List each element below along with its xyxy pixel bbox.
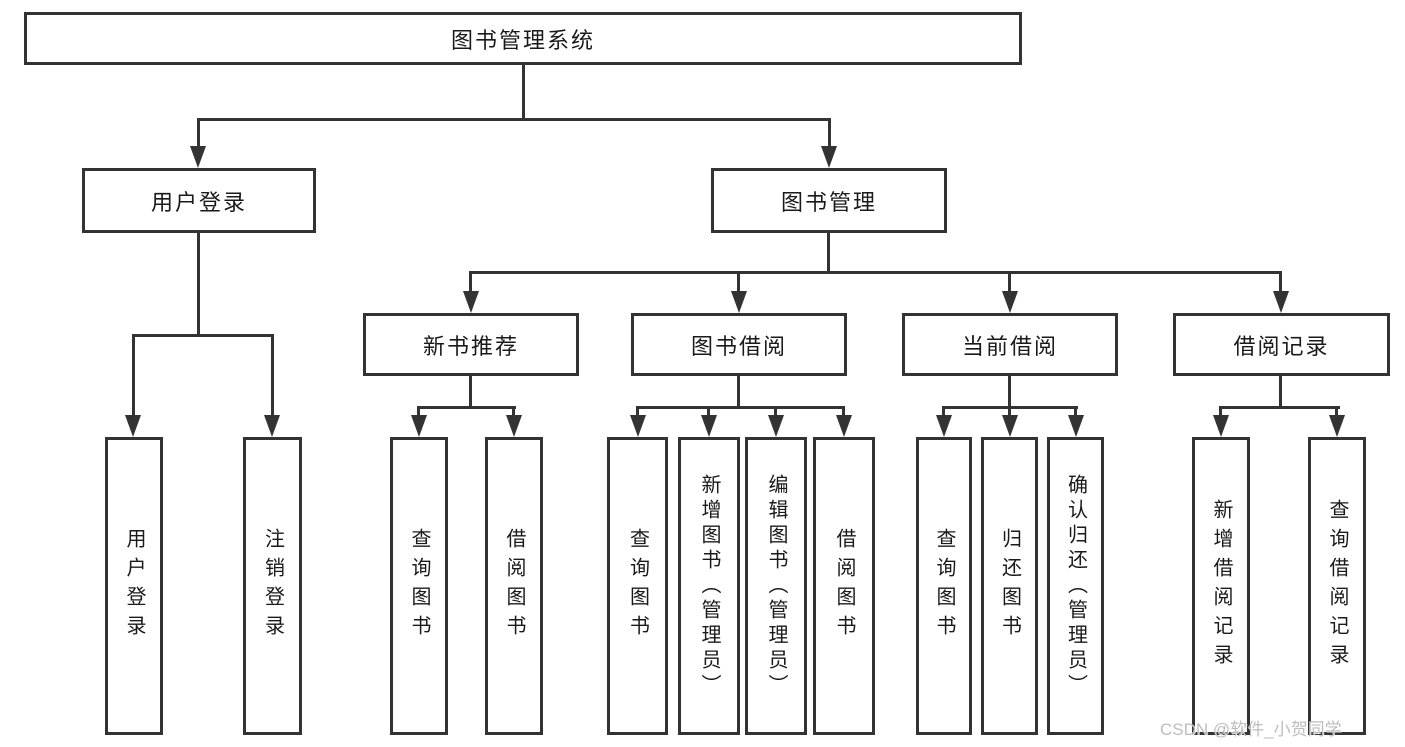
leaf-borrow-query: 查询图书 (607, 437, 668, 735)
connector-line (636, 406, 639, 417)
connector-line (197, 118, 831, 121)
node-book-borrow-label: 图书借阅 (690, 333, 787, 359)
leaf-newbooks-query: 查询图书 (390, 437, 448, 735)
leaf-newbooks-borrow-label: 借阅图书 (503, 528, 525, 644)
leaf-newbooks-borrow: 借阅图书 (485, 437, 543, 735)
leaf-borrow-borrow: 借阅图书 (813, 437, 875, 735)
connector-line (417, 406, 516, 409)
arrow-down-icon (463, 291, 479, 313)
node-root-label: 图书管理系统 (450, 27, 595, 53)
connector-line (842, 406, 845, 417)
node-root: 图书管理系统 (24, 12, 1022, 65)
node-current-borrow-label: 当前借阅 (961, 333, 1058, 359)
connector-line (197, 233, 200, 336)
leaf-records-add: 新增借阅记录 (1192, 437, 1250, 735)
connector-line (417, 406, 420, 417)
connector-line (1219, 406, 1222, 417)
node-current-borrow: 当前借阅 (902, 313, 1118, 376)
arrow-down-icon (1273, 291, 1289, 313)
node-user-login: 用户登录 (82, 168, 316, 233)
connector-line (1279, 376, 1282, 409)
connector-line (271, 334, 274, 416)
arrow-down-icon (1213, 415, 1229, 437)
node-book-mgmt-label: 图书管理 (780, 189, 877, 215)
connector-line (828, 118, 831, 148)
connector-line (1008, 406, 1011, 417)
arrow-down-icon (768, 415, 784, 437)
connector-line (1074, 406, 1077, 417)
node-borrow-records-label: 借阅记录 (1233, 333, 1330, 359)
arrow-down-icon (836, 415, 852, 437)
leaf-current-query-label: 查询图书 (933, 528, 955, 644)
arrow-down-icon (1002, 415, 1018, 437)
connector-line (522, 65, 525, 121)
node-borrow-records: 借阅记录 (1173, 313, 1390, 376)
leaf-borrow-borrow-label: 借阅图书 (833, 528, 855, 644)
leaf-logout-label: 注销登录 (261, 528, 284, 644)
connector-line (132, 334, 274, 337)
connector-line (942, 406, 945, 417)
connector-line (197, 118, 200, 148)
leaf-current-confirm: 确认归还（管理员） (1047, 437, 1104, 735)
connector-line (1279, 271, 1282, 293)
leaf-user-login-label: 用户登录 (123, 528, 145, 644)
arrow-down-icon (821, 146, 837, 168)
node-new-books-label: 新书推荐 (422, 333, 519, 359)
leaf-newbooks-query-label: 查询图书 (408, 528, 430, 644)
arrow-down-icon (506, 415, 522, 437)
leaf-borrow-query-label: 查询图书 (626, 528, 649, 644)
connector-line (737, 376, 740, 409)
leaf-records-add-label: 新增借阅记录 (1210, 499, 1232, 673)
connector-line (827, 233, 830, 273)
leaf-records-query-label: 查询借阅记录 (1326, 499, 1348, 673)
connector-line (132, 334, 135, 416)
connector-line (469, 376, 472, 409)
arrow-down-icon (411, 415, 427, 437)
csdn-watermark: CSDN @软件_小贺同学 (1160, 720, 1342, 739)
connector-line (1335, 406, 1338, 417)
arrow-down-icon (1002, 291, 1018, 313)
arrow-down-icon (701, 415, 717, 437)
leaf-borrow-add-label: 新增图书（管理员） (698, 473, 720, 699)
connector-line (1008, 271, 1011, 293)
arrow-down-icon (630, 415, 646, 437)
node-book-borrow: 图书借阅 (631, 313, 847, 376)
connector-line (737, 271, 740, 293)
leaf-current-confirm-label: 确认归还（管理员） (1064, 473, 1087, 699)
arrow-down-icon (731, 291, 747, 313)
leaf-current-return-label: 归还图书 (998, 528, 1021, 644)
connector-line (469, 271, 472, 293)
connector-line (512, 406, 515, 417)
connector-line (774, 406, 777, 417)
leaf-user-login: 用户登录 (105, 437, 163, 735)
connector-line (469, 271, 1282, 274)
connector-line (1008, 376, 1011, 409)
leaf-current-return: 归还图书 (981, 437, 1038, 735)
leaf-records-query: 查询借阅记录 (1308, 437, 1366, 735)
node-book-mgmt: 图书管理 (711, 168, 947, 233)
arrow-down-icon (1068, 415, 1084, 437)
arrow-down-icon (190, 146, 206, 168)
arrow-down-icon (125, 415, 141, 437)
arrow-down-icon (936, 415, 952, 437)
connector-line (1219, 406, 1340, 409)
node-new-books: 新书推荐 (363, 313, 579, 376)
leaf-borrow-edit-label: 编辑图书（管理员） (765, 473, 787, 699)
arrow-down-icon (264, 415, 280, 437)
connector-line (636, 406, 845, 409)
leaf-current-query: 查询图书 (916, 437, 972, 735)
leaf-logout: 注销登录 (243, 437, 302, 735)
node-user-login-label: 用户登录 (150, 189, 247, 215)
leaf-borrow-edit: 编辑图书（管理员） (745, 437, 807, 735)
connector-line (707, 406, 710, 417)
leaf-borrow-add: 新增图书（管理员） (678, 437, 740, 735)
arrow-down-icon (1329, 415, 1345, 437)
